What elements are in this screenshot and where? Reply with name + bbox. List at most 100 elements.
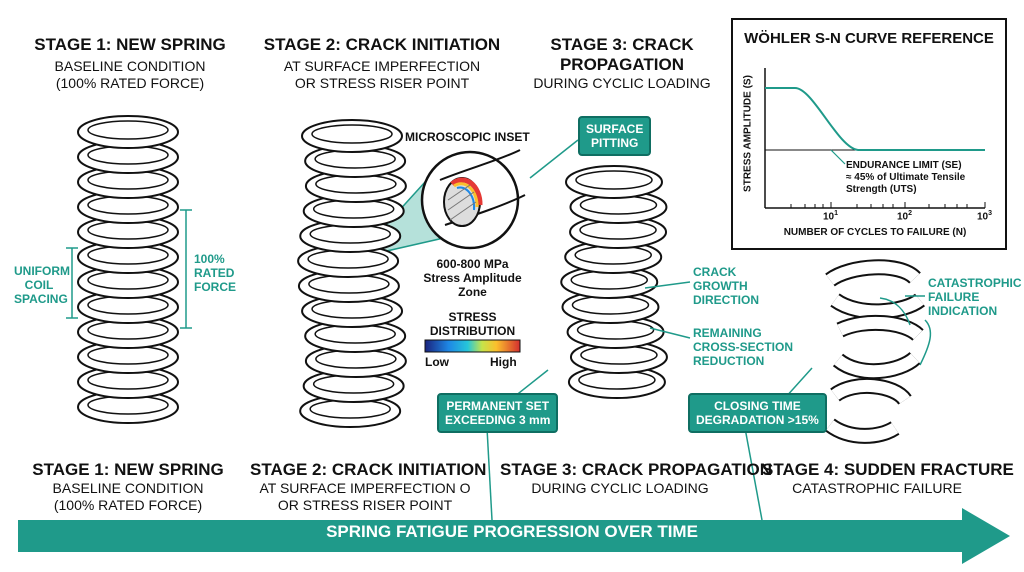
microscopic-inset: [420, 149, 526, 250]
sn-tick-3-exp: 3: [988, 210, 993, 217]
sn-tick-1-exp: 1: [834, 210, 839, 217]
fractured-coil-fill: [826, 419, 899, 442]
sn-tick-2: 102: [897, 210, 912, 222]
sn-chart-title: WÖHLER S-N CURVE REFERENCE: [744, 30, 994, 47]
sn-curve-panel: WÖHLER S-N CURVE REFERENCE STRESS AMPLIT…: [731, 18, 1007, 250]
remaining-cross-l2: CROSS-SECTION: [693, 340, 794, 354]
spring-coil-inner: [311, 124, 393, 144]
top-stage-1-title: STAGE 1: NEW SPRING: [34, 35, 226, 54]
catastrophic-l3: INDICATION: [928, 304, 998, 318]
spring-coil-inner: [575, 170, 653, 190]
bottom-stage-1-sub: BASELINE CONDITION (100% RATED FORCE): [28, 480, 228, 514]
sn-tick-1: 101: [823, 210, 838, 222]
sn-curve-line: [765, 87, 985, 151]
top-stage-1-sub: BASELINE CONDITION (100% RATED FORCE): [30, 58, 230, 92]
permanent-set-badge: PERMANENT SET EXCEEDING 3 mm: [437, 393, 559, 433]
stress-high-label: High: [490, 355, 517, 369]
top-stage-3-title2: PROPAGATION: [559, 55, 685, 74]
spring-coil-inner: [87, 120, 169, 140]
bottom-stage-1-sub1: BASELINE CONDITION: [52, 480, 204, 496]
stress-zone-label: 600-800 MPa Stress Amplitude Zone: [415, 257, 530, 299]
sn-chart-plot: [764, 68, 986, 209]
crack-growth-label: CRACK GROWTH DIRECTION: [693, 265, 759, 307]
top-stage-2-title: STAGE 2: CRACK INITIATION: [263, 35, 501, 54]
stress-zone-l3: Zone: [458, 285, 487, 299]
sn-tick-2-exp: 2: [908, 210, 913, 217]
sn-tick-2-base: 10: [897, 211, 909, 223]
uniform-spacing-label: UNIFORM COIL SPACING: [14, 264, 70, 306]
uniform-spacing-l1: UNIFORM: [14, 264, 70, 278]
fractured-coil-fill: [837, 316, 923, 340]
remaining-cross-l3: REDUCTION: [693, 354, 765, 368]
top-stage-3-title1: STAGE 3: CRACK: [550, 35, 694, 54]
closing-time-l1: CLOSING TIME: [714, 399, 801, 413]
bottom-stage-4-title: STAGE 4: SUDDEN FRACTURE: [762, 460, 1014, 479]
stress-gradient-bar: [424, 339, 521, 353]
surface-pitting-badge: SURFACE PITTING: [578, 116, 652, 156]
progression-arrow-label: SPRING FATIGUE PROGRESSION OVER TIME: [326, 522, 698, 541]
microscopic-inset-label: MICROSCOPIC INSET: [405, 130, 530, 144]
closing-time-l2: DEGRADATION >15%: [696, 413, 819, 427]
catastrophic-l1: CATASTROPHIC: [928, 276, 1022, 290]
endurance-l1: ENDURANCE LIMIT (SE): [846, 160, 962, 171]
remaining-cross-label: REMAINING CROSS-SECTION REDUCTION: [693, 326, 793, 368]
sn-tick-3-base: 10: [977, 211, 989, 223]
catastrophic-label: CATASTROPHIC FAILURE INDICATION: [928, 276, 1022, 318]
fractured-coil-fill: [831, 379, 910, 405]
uniform-spacing-bracket: [66, 247, 78, 319]
top-stage-1-sub2: (100% RATED FORCE): [55, 75, 205, 91]
rated-force-label: 100% RATED FORCE: [194, 252, 236, 294]
bottom-stage-2-sub1: AT SURFACE IMPERFECTION O: [259, 480, 471, 496]
endurance-l3: Strength (UTS): [846, 184, 917, 195]
spring-stage-3: [560, 165, 668, 399]
stress-zone-l1: 600-800 MPa: [436, 257, 509, 271]
stress-distribution-l1: STRESS: [448, 310, 497, 324]
top-stage-1-sub1: BASELINE CONDITION: [54, 58, 206, 74]
crack-growth-l1: CRACK: [693, 265, 737, 279]
stress-zone-l2: Stress Amplitude: [423, 271, 522, 285]
sn-tick-1-base: 10: [823, 211, 835, 223]
fractured-coil-fill: [834, 353, 920, 378]
stress-distribution-l2: DISTRIBUTION: [429, 324, 516, 338]
spring-stage-1: [77, 115, 179, 424]
sn-endurance-label: ENDURANCE LIMIT (SE) ≈ 45% of Ultimate T…: [846, 160, 965, 196]
permanent-set-l2: EXCEEDING 3 mm: [445, 413, 551, 427]
bottom-stage-1-title: STAGE 1: NEW SPRING: [32, 460, 224, 479]
rated-force-bracket: [180, 209, 192, 329]
fractured-coil-fill: [826, 261, 920, 286]
top-stage-3-sub: DURING CYCLIC LOADING: [533, 75, 711, 91]
bottom-stage-1-sub2: (100% RATED FORCE): [53, 497, 203, 513]
uniform-spacing-l2: COIL: [24, 278, 54, 292]
sn-xlabel: NUMBER OF CYCLES TO FAILURE (N): [783, 227, 967, 238]
top-stage-3-title: STAGE 3: CRACK PROPAGATION: [536, 35, 708, 75]
surface-pitting-l1: SURFACE: [586, 122, 644, 136]
spring-stage-4-fractured: [825, 259, 925, 444]
top-stage-2-sub: AT SURFACE IMPERFECTION OR STRESS RISER …: [262, 58, 502, 92]
uniform-spacing-l3: SPACING: [14, 292, 68, 306]
rated-force-l3: FORCE: [194, 280, 236, 294]
top-stage-2-sub1: AT SURFACE IMPERFECTION: [283, 58, 481, 74]
progression-arrow: [18, 508, 1010, 564]
bottom-stage-2-sub2: OR STRESS RISER POINT: [277, 497, 453, 513]
crack-growth-l3: DIRECTION: [693, 293, 759, 307]
crack-growth-l2: GROWTH: [693, 279, 748, 293]
sn-ylabel: STRESS AMPLITUDE (S): [742, 75, 754, 192]
top-stage-2-sub2: OR STRESS RISER POINT: [294, 75, 470, 91]
bottom-stage-3-sub: DURING CYCLIC LOADING: [531, 480, 709, 496]
endurance-l2: ≈ 45% of Ultimate Tensile: [846, 172, 966, 183]
bottom-stage-2-sub: AT SURFACE IMPERFECTION O OR STRESS RISE…: [250, 480, 480, 514]
permanent-set-l1: PERMANENT SET: [446, 399, 550, 413]
rated-force-l1: 100%: [194, 252, 225, 266]
remaining-cross-l1: REMAINING: [693, 326, 762, 340]
bottom-stage-4-sub: CATASTROPHIC FAILURE: [792, 480, 962, 496]
bottom-stage-2-title: STAGE 2: CRACK INITIATION: [250, 460, 487, 479]
rated-force-l2: RATED: [194, 266, 235, 280]
surface-pitting-l2: PITTING: [591, 136, 639, 150]
stress-distribution-label: STRESS DISTRIBUTION: [425, 310, 520, 338]
fractured-coil-fill: [831, 294, 924, 318]
closing-time-badge: CLOSING TIME DEGRADATION >15%: [688, 393, 827, 433]
catastrophic-l2: FAILURE: [928, 290, 980, 304]
stress-low-label: Low: [425, 355, 449, 369]
sn-tick-3: 103: [977, 210, 992, 222]
